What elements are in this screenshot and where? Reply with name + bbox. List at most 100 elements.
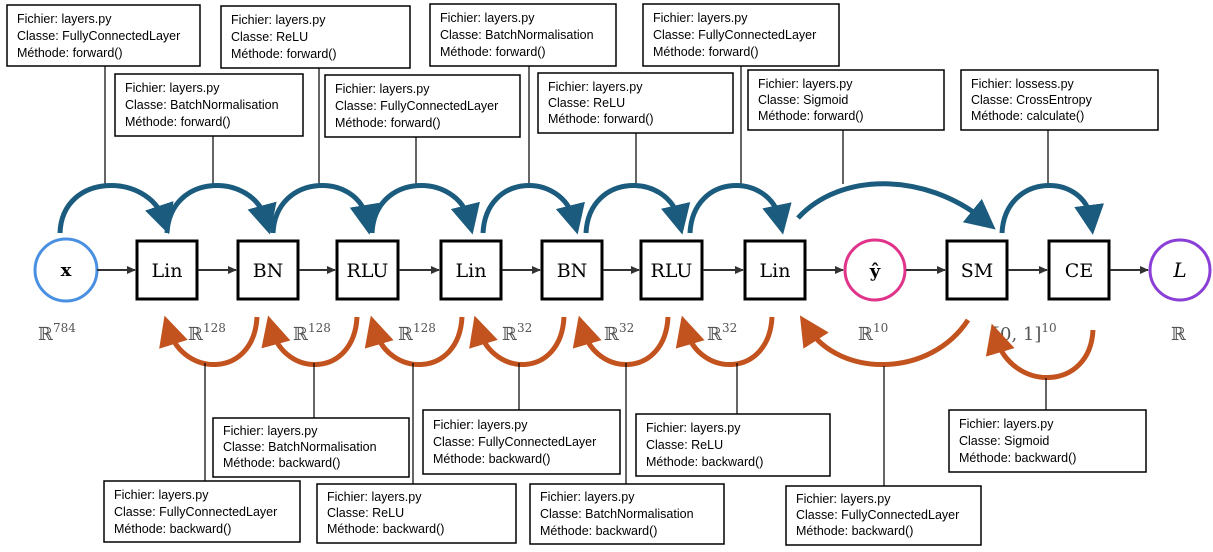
box-file: Fichier: layers.py xyxy=(548,80,643,94)
main-flow: x Lin BN RLU Lin BN RLU Lin ŷ SM CE L xyxy=(33,237,1212,303)
box-class: Classe: FullyConnectedLayer xyxy=(653,28,816,42)
forward-box-rlu1: Fichier: layers.py Classe: ReLU Méthode:… xyxy=(220,5,411,69)
box-file: Fichier: layers.py xyxy=(231,13,326,27)
node-rlu2-label: RLU xyxy=(651,260,693,282)
box-file: Fichier: layers.py xyxy=(440,11,535,25)
output-node xyxy=(843,238,907,302)
forward-arc-3 xyxy=(270,183,380,235)
backward-box-sm: Fichier: layers.py Classe: Sigmoid Métho… xyxy=(948,409,1147,473)
box-file: Fichier: lossess.py xyxy=(971,77,1075,91)
box-class: Classe: ReLU xyxy=(231,30,308,44)
node-bn1 xyxy=(236,239,300,301)
box-class: Classe: Sigmoid xyxy=(758,93,848,107)
backward-connectors xyxy=(204,363,1047,486)
forward-box-lin1: Fichier: layers.py Classe: FullyConnecte… xyxy=(6,4,201,67)
forward-arcs xyxy=(57,181,1104,235)
node-rlu1-label: RLU xyxy=(347,260,389,282)
box-class: Classe: FullyConnectedLayer xyxy=(114,505,277,519)
forward-box-bn2: Fichier: layers.py Classe: BatchNormalis… xyxy=(429,3,617,67)
forward-arc-8 xyxy=(796,181,996,230)
backward-arc-7 xyxy=(799,315,971,368)
box-method: Méthode: backward() xyxy=(959,451,1076,465)
dim-32c: ℝ32 xyxy=(707,321,737,345)
node-ce xyxy=(1047,239,1111,301)
box-class: Classe: FullyConnectedLayer xyxy=(17,29,180,43)
box-file: Fichier: layers.py xyxy=(433,418,528,432)
forward-box-rlu2: Fichier: layers.py Classe: ReLU Méthode:… xyxy=(537,72,734,134)
box-file: Fichier: layers.py xyxy=(796,492,891,506)
box-method: Méthode: forward() xyxy=(17,46,123,60)
node-lin2 xyxy=(439,239,503,301)
loss-node-label: L xyxy=(1172,258,1186,282)
box-file: Fichier: layers.py xyxy=(335,82,430,96)
box-method: Méthode: forward() xyxy=(653,45,759,59)
box-method: Méthode: forward() xyxy=(440,45,546,59)
box-class: Classe: FullyConnectedLayer xyxy=(433,435,596,449)
box-file: Fichier: layers.py xyxy=(540,490,635,504)
backward-arc-4 xyxy=(469,315,567,367)
node-rlu2 xyxy=(639,239,704,301)
backward-box-lin1: Fichier: layers.py Classe: FullyConnecte… xyxy=(103,480,301,543)
node-lin2-label: Lin xyxy=(456,260,487,282)
box-class: Classe: BatchNormalisation xyxy=(540,507,694,521)
dim-10: ℝ10 xyxy=(858,321,888,345)
dim-128a: ℝ128 xyxy=(188,321,226,345)
forward-arc-9 xyxy=(999,183,1104,235)
box-class: Classe: BatchNormalisation xyxy=(125,98,279,112)
box-method: Méthode: backward() xyxy=(223,456,340,470)
box-method: Méthode: forward() xyxy=(231,47,337,61)
box-file: Fichier: layers.py xyxy=(17,12,112,26)
dim-128c: ℝ128 xyxy=(398,321,436,345)
box-class: Classe: BatchNormalisation xyxy=(223,440,377,454)
backward-box-bn1: Fichier: layers.py Classe: BatchNormalis… xyxy=(212,417,410,478)
dim-784: ℝ784 xyxy=(38,321,76,345)
dim-128b: ℝ128 xyxy=(293,321,331,345)
backward-arc-3 xyxy=(364,315,465,367)
forward-arc-2 xyxy=(164,183,277,235)
node-rlu1 xyxy=(335,239,400,301)
backward-arcs xyxy=(159,315,1096,381)
box-class: Classe: ReLU xyxy=(548,96,625,110)
input-node-label: x xyxy=(61,260,72,281)
box-class: Classe: BatchNormalisation xyxy=(440,28,594,42)
box-method: Méthode: backward() xyxy=(646,455,763,469)
box-class: Classe: CrossEntropy xyxy=(971,93,1093,107)
box-method: Méthode: forward() xyxy=(125,115,231,129)
box-class: Classe: FullyConnectedLayer xyxy=(796,508,959,522)
box-file: Fichier: layers.py xyxy=(114,488,209,502)
backward-arc-2 xyxy=(261,315,360,367)
box-method: Méthode: backward() xyxy=(433,452,550,466)
node-lin3-label: Lin xyxy=(760,260,791,282)
node-bn2-label: BN xyxy=(557,260,588,282)
box-file: Fichier: layers.py xyxy=(646,421,741,435)
forward-connectors xyxy=(104,66,1049,187)
node-sm xyxy=(945,239,1009,301)
forward-arc-5 xyxy=(480,183,585,235)
box-class: Classe: ReLU xyxy=(646,438,723,452)
forward-box-lin2: Fichier: layers.py Classe: FullyConnecte… xyxy=(324,74,521,138)
box-file: Fichier: layers.py xyxy=(125,81,220,95)
box-method: Méthode: calculate() xyxy=(971,109,1084,123)
box-method: Méthode: forward() xyxy=(548,112,654,126)
box-method: Méthode: backward() xyxy=(540,524,657,538)
box-file: Fichier: layers.py xyxy=(758,77,853,91)
forward-arc-7 xyxy=(687,183,792,235)
dimension-labels: ℝ784 ℝ128 ℝ128 ℝ128 ℝ32 ℝ32 ℝ32 ℝ10 [0, … xyxy=(38,321,1187,345)
box-class: Classe: Sigmoid xyxy=(959,434,1049,448)
forward-arc-6 xyxy=(583,183,691,235)
backward-box-rlu2: Fichier: layers.py Classe: ReLU Méthode:… xyxy=(635,413,831,477)
forward-box-ce: Fichier: lossess.py Classe: CrossEntropy… xyxy=(960,69,1159,131)
forward-box-sm: Fichier: layers.py Classe: Sigmoid Métho… xyxy=(747,69,945,131)
backward-arc-5 xyxy=(572,315,671,367)
node-bn2 xyxy=(540,239,604,301)
backward-box-lin3: Fichier: layers.py Classe: FullyConnecte… xyxy=(785,485,982,546)
forward-box-bn1: Fichier: layers.py Classe: BatchNormalis… xyxy=(114,73,304,137)
node-sm-label: SM xyxy=(961,260,993,282)
dim-32a: ℝ32 xyxy=(502,321,532,345)
box-file: Fichier: layers.py xyxy=(959,417,1054,431)
node-lin1 xyxy=(135,239,199,301)
backward-box-rlu1: Fichier: layers.py Classe: ReLU Méthode:… xyxy=(316,483,517,544)
dim-r: ℝ xyxy=(1171,324,1187,345)
backward-arc-1 xyxy=(159,315,260,367)
